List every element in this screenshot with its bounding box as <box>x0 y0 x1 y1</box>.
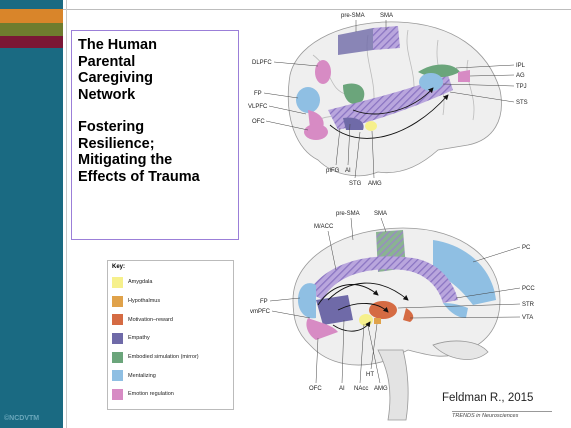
key-item: Emotion regulation <box>112 385 229 404</box>
journal-name: TRENDS in Neurosciences <box>452 413 518 419</box>
label-ag: AG <box>516 73 525 79</box>
key-swatch <box>112 370 123 381</box>
label-str: STR <box>522 302 535 308</box>
label-ai: AI <box>345 168 351 174</box>
key-swatch <box>112 333 123 344</box>
key-item: Motivation–reward <box>112 310 229 329</box>
label-ipl: IPL <box>516 63 526 69</box>
key-swatch <box>112 277 123 288</box>
key-item: Amygdala <box>112 273 229 292</box>
label-sma-medial: SMA <box>374 211 387 217</box>
journal-rule <box>452 411 552 412</box>
maroon-stripe <box>0 36 63 48</box>
key-item: Empathy <box>112 329 229 348</box>
label-dlpfc: DLPFC <box>252 60 272 66</box>
key-label: Hypothalmus <box>128 298 160 304</box>
label-vlpfc: VLPFC <box>248 104 268 110</box>
lateral-brain <box>288 22 501 176</box>
label-sma: SMA <box>380 13 393 19</box>
sidebar-band <box>0 0 63 428</box>
label-vta: VTA <box>522 315 533 321</box>
label-amg: AMG <box>368 181 382 187</box>
key-swatch <box>112 352 123 363</box>
label-ofc: OFC <box>252 119 265 125</box>
key-label: Emotion regulation <box>128 391 174 397</box>
label-pifg: pIFG <box>326 168 340 174</box>
label-stg: STG <box>349 181 362 187</box>
citation: Feldman R., 2015 <box>442 392 533 404</box>
brain-diagram: pre-SMA SMA DLPFC FP VLPFC OFC IPL AG TP… <box>238 0 571 428</box>
label-ofc-medial: OFC <box>309 386 322 392</box>
key-label: Motivation–reward <box>128 317 173 323</box>
label-nacc: NAcc <box>354 386 368 392</box>
key-label: Amygdala <box>128 279 152 285</box>
label-pc: PC <box>522 245 531 251</box>
key-legend: Key: Amygdala Hypothalmus Motivation–rew… <box>107 260 234 410</box>
label-macc: M/ACC <box>314 224 334 230</box>
key-label: Embodied simulation (mirror) <box>128 354 199 360</box>
label-fp: FP <box>254 91 262 97</box>
label-amg-medial: AMG <box>374 386 388 392</box>
label-vmpfc: vmPFC <box>250 309 271 315</box>
key-label: Empathy <box>128 335 150 341</box>
key-label: Mentalizing <box>128 373 156 379</box>
label-ai-medial: AI <box>339 386 345 392</box>
label-pre-sma: pre-SMA <box>341 13 365 19</box>
label-pre-sma-medial: pre-SMA <box>336 211 360 217</box>
label-pcc: PCC <box>522 286 535 292</box>
key-item: Hypothalmus <box>112 292 229 311</box>
key-swatch <box>112 314 123 325</box>
key-item: Mentalizing <box>112 366 229 385</box>
orange-stripe <box>0 9 63 23</box>
slide-title: The Human Parental Caregiving Network <box>78 37 232 103</box>
label-sts: STS <box>516 100 528 106</box>
slide-subtitle: Fostering Resilience; Mitigating the Eff… <box>78 119 232 185</box>
key-swatch <box>112 296 123 307</box>
label-fp-medial: FP <box>260 299 268 305</box>
label-tpj: TPJ <box>516 84 527 90</box>
label-ht: HT <box>366 372 374 378</box>
footer-label: ©NCDVTM <box>4 415 39 422</box>
key-swatch <box>112 389 123 400</box>
olive-stripe <box>0 23 63 36</box>
divider <box>66 0 67 428</box>
key-item: Embodied simulation (mirror) <box>112 348 229 367</box>
title-box: The Human Parental Caregiving Network Fo… <box>71 30 239 240</box>
key-title: Key: <box>112 264 229 270</box>
